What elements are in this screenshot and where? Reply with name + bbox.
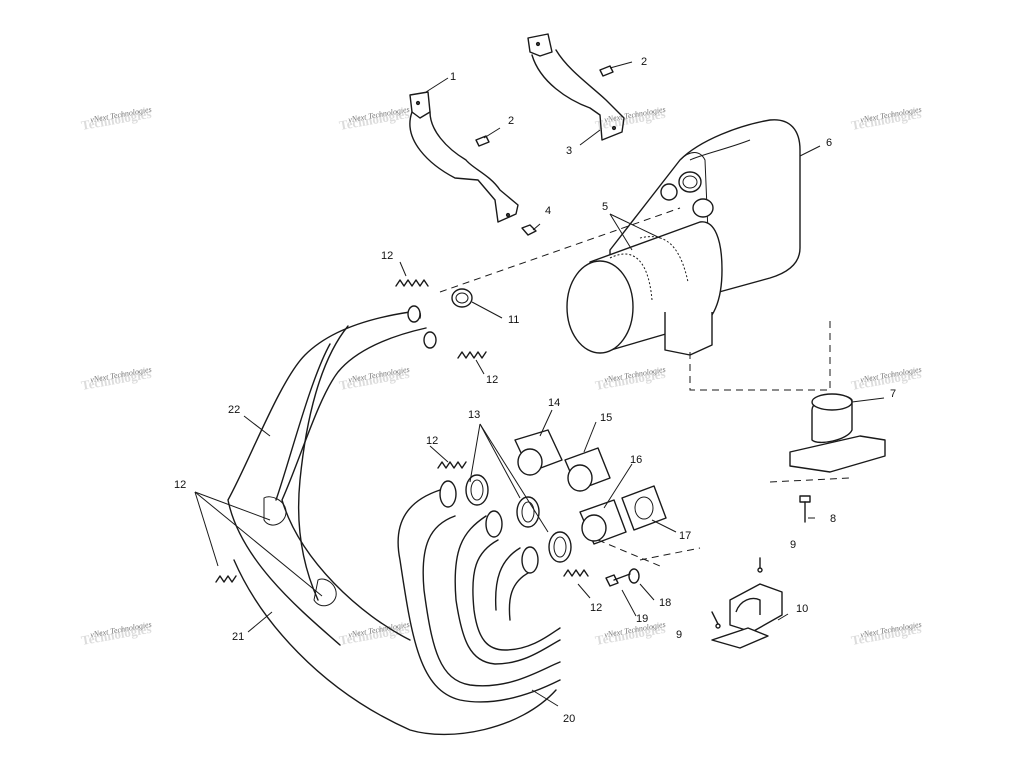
callout-18: 18 [659, 597, 671, 609]
callout-16: 16 [630, 454, 642, 466]
leaders [194, 77, 885, 707]
part-17-gasket [621, 485, 667, 531]
callout-10: 10 [796, 603, 808, 615]
callout-11: 11 [508, 314, 519, 326]
callout-1: 1 [450, 71, 456, 83]
watermark: Technologies vNext Technologies [338, 620, 411, 648]
callout-22: 22 [228, 404, 240, 416]
part-10-mount [711, 583, 783, 649]
callout-14: 14 [548, 397, 560, 409]
watermark: Technologies vNext Technologies [80, 365, 153, 393]
part-12-spring [215, 575, 237, 583]
part-7-tailpipe [789, 393, 886, 473]
callout-6: 6 [826, 137, 832, 149]
part-19-bolt [605, 573, 631, 587]
callout-19: 19 [636, 613, 648, 625]
callout-12: 12 [174, 479, 186, 491]
part-12-spring [457, 351, 487, 359]
callout-2: 2 [508, 115, 514, 127]
part-2-bolt [599, 61, 633, 77]
callout-15: 15 [600, 412, 612, 424]
callout-9: 9 [790, 539, 796, 551]
part-20-manifold [397, 480, 561, 703]
watermark: Technologies vNext Technologies [850, 365, 923, 393]
callout-7: 7 [890, 388, 896, 400]
part-15-flange [564, 447, 611, 492]
watermark: Technologies vNext Technologies [338, 105, 411, 133]
part-1-bracket [409, 91, 519, 223]
callout-12: 12 [590, 602, 602, 614]
part-13-sleeve [516, 496, 540, 528]
watermark: Technologies vNext Technologies [594, 105, 667, 133]
part-9-screw [757, 557, 763, 573]
callout-5: 5 [602, 201, 608, 213]
callout-8: 8 [830, 513, 836, 525]
watermark: Technologies vNext Technologies [80, 105, 153, 133]
part-6-muffler [566, 119, 801, 356]
part-13-sleeve [465, 474, 489, 506]
callout-13: 13 [468, 409, 480, 421]
callout-20: 20 [563, 713, 575, 725]
watermark: Technologies vNext Technologies [850, 105, 923, 133]
part-12-spring [395, 279, 429, 287]
watermark: Technologies vNext Technologies [850, 620, 923, 648]
callout-3: 3 [566, 145, 572, 157]
part-3-bracket [527, 33, 625, 141]
callout-12: 12 [381, 250, 393, 262]
watermark: Technologies vNext Technologies [594, 620, 667, 648]
part-14-flange [514, 429, 563, 476]
callout-9: 9 [676, 629, 682, 641]
part-16-flange [579, 499, 627, 545]
part-9-screw [711, 611, 721, 629]
part-22-chamber [227, 305, 437, 646]
part-2-bolt [475, 127, 501, 147]
callout-labels: 1 2 2 3 4 5 6 7 8 9 9 10 11 12 12 12 12 … [174, 56, 896, 725]
assembly-lines [439, 207, 851, 567]
callout-21: 21 [232, 631, 244, 643]
part-18-washer [628, 568, 640, 584]
watermark: Technologies vNext Technologies [338, 365, 411, 393]
callout-4: 4 [545, 205, 551, 217]
part-8-bolt [799, 495, 811, 523]
part-11-clamp [451, 288, 473, 308]
callout-12: 12 [426, 435, 438, 447]
callout-2: 2 [641, 56, 647, 68]
part-21-chamber [233, 325, 557, 736]
part-12-spring [563, 569, 589, 577]
part-12-spring [437, 461, 467, 469]
watermark: Technologies vNext Technologies [80, 620, 153, 648]
callout-17: 17 [679, 530, 691, 542]
callout-12: 12 [486, 374, 498, 386]
part-13-sleeve [548, 531, 572, 563]
part-4-nut [521, 223, 541, 236]
watermark: Technologies vNext Technologies [594, 365, 667, 393]
